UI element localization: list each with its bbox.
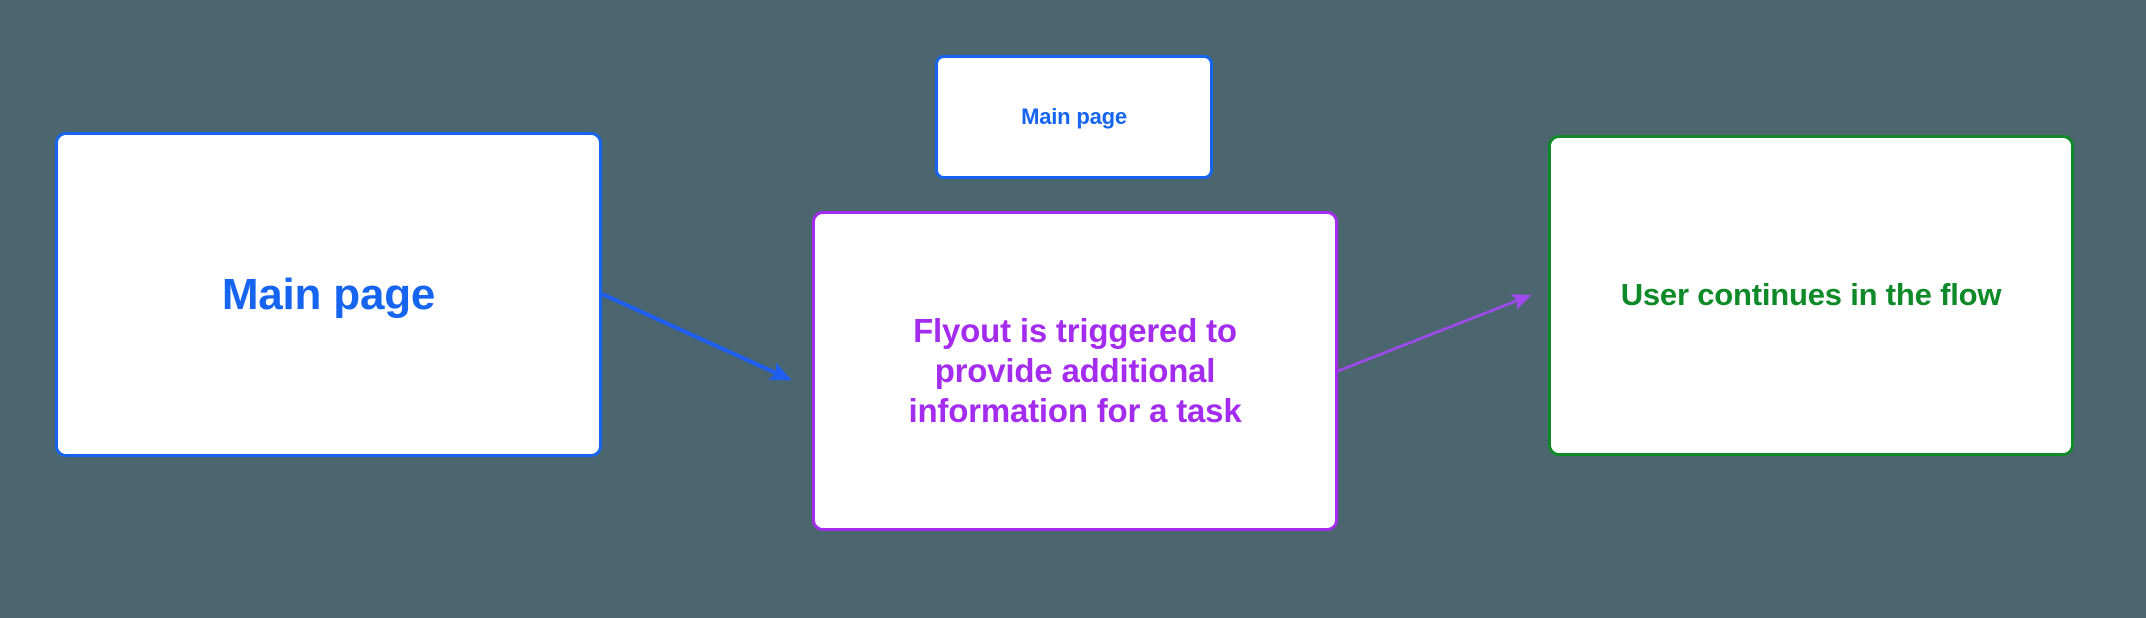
node-user-continues-label: User continues in the flow [1620,277,2002,313]
node-flyout-label: Flyout is triggered to provide additiona… [908,311,1242,430]
node-main-page-label: Main page [221,269,436,319]
node-main-page-small-label: Main page [1021,104,1127,130]
node-user-continues[interactable]: User continues in the flow [1548,135,2074,456]
node-flyout[interactable]: Flyout is triggered to provide additiona… [812,211,1338,531]
connector-main-page-to-flyout [601,292,792,381]
node-main-page-small[interactable]: Main page [935,55,1213,179]
connector-flyout-to-user-continues [1337,294,1532,373]
node-main-page[interactable]: Main page [55,132,602,457]
